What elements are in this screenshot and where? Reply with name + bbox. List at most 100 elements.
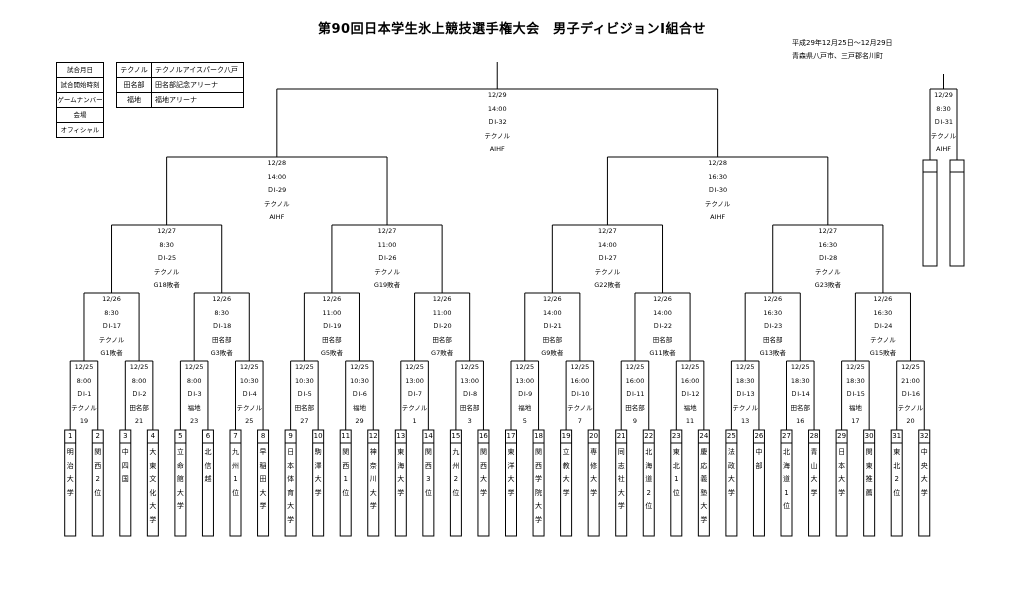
game-game: ＤⅠ-30 — [708, 186, 728, 194]
team-slot: 10 駒澤大学 — [313, 430, 324, 500]
game-venue: 田名部 — [652, 335, 673, 344]
game-official: G1敗者 — [100, 349, 123, 357]
game-time: 18:30 — [735, 376, 755, 385]
game-time: 16:00 — [625, 376, 645, 385]
team-name: 青山大学 — [810, 448, 818, 497]
venue-key: 田名部 — [117, 78, 152, 92]
game-venue: 田名部 — [129, 403, 149, 412]
game-official: G7敗者 — [431, 349, 454, 357]
game-venue: 田名部 — [459, 403, 480, 412]
game-venue: テクノル — [870, 335, 896, 344]
game-date: 12/25 — [515, 363, 535, 371]
game-venue: テクノル — [401, 403, 428, 412]
game-date: 12/27 — [598, 227, 617, 235]
team-number: 8 — [260, 432, 266, 440]
team-box — [64, 429, 77, 537]
game-venue: テクノル — [484, 131, 511, 140]
team-box — [697, 429, 710, 537]
team-number: 11 — [341, 432, 351, 440]
game-game: ＤⅠ-27 — [597, 254, 617, 262]
game-venue: 田名部 — [762, 335, 783, 344]
game-venue: テクノル — [71, 403, 97, 412]
game-game: ＤⅠ-16 — [900, 390, 920, 398]
team-number: 27 — [782, 432, 791, 440]
team-number: 23 — [671, 432, 681, 440]
team-box — [863, 429, 876, 537]
team-number: 10 — [313, 432, 323, 440]
game-time: 16:30 — [873, 308, 893, 317]
game-time: 8:00 — [76, 376, 92, 385]
game-time: 10:30 — [350, 376, 369, 385]
team-number: 22 — [644, 432, 654, 440]
team-number: 12 — [368, 432, 378, 440]
game-official: 20 — [906, 417, 915, 425]
legend-official: オフィシャル — [60, 126, 100, 134]
team-number: 20 — [589, 432, 599, 440]
game-time: 8:30 — [936, 104, 951, 113]
game-date: 12/25 — [295, 363, 314, 371]
team-name: 駒澤大学 — [314, 448, 322, 497]
game-time: 8:30 — [159, 240, 174, 249]
game-game: ＤⅠ-23 — [763, 322, 783, 330]
team-number: 6 — [205, 432, 211, 440]
game-date: 12/26 — [542, 295, 562, 303]
team-box — [505, 429, 517, 537]
game-date: 12/26 — [102, 295, 121, 303]
game-date: 12/27 — [157, 227, 176, 235]
team-box — [174, 429, 187, 537]
game-game: ＤⅠ-9 — [517, 390, 533, 398]
venue-key: 福地 — [117, 93, 152, 107]
game-time: 11:00 — [322, 308, 342, 317]
team-box — [312, 429, 325, 537]
game-venue: テクノル — [897, 403, 924, 412]
game-official: 9 — [632, 417, 638, 425]
team-box — [560, 429, 573, 537]
team-name: 明治大学 — [66, 448, 74, 497]
game-game: ＤⅠ-18 — [212, 322, 232, 330]
game-official: 11 — [685, 417, 695, 425]
team-name: 東洋大学 — [507, 448, 515, 497]
game-game: ＤⅠ-3 — [186, 390, 202, 398]
game-date: 12/25 — [901, 363, 920, 371]
team-box — [780, 429, 793, 537]
game-date: 12/26 — [763, 295, 783, 303]
team-number: 3 — [123, 432, 128, 440]
tournament-period: 平成29年12月25日～12月29日 — [792, 39, 893, 47]
game-venue: 田名部 — [432, 335, 452, 344]
game-game: ＤⅠ-22 — [652, 322, 673, 330]
game-game: ＤⅠ-19 — [322, 322, 342, 330]
game-time: 8:00 — [131, 376, 147, 385]
game-venue: 福地 — [683, 403, 697, 412]
game-venue: テクノル — [732, 403, 758, 412]
game-time: 14:00 — [487, 104, 507, 113]
team-name: 中央大学 — [920, 448, 928, 497]
venue-key: テクノル — [117, 63, 152, 77]
third-place-slot — [922, 159, 938, 267]
venue-name: テクノルアイスパーク八戸 — [155, 66, 239, 74]
